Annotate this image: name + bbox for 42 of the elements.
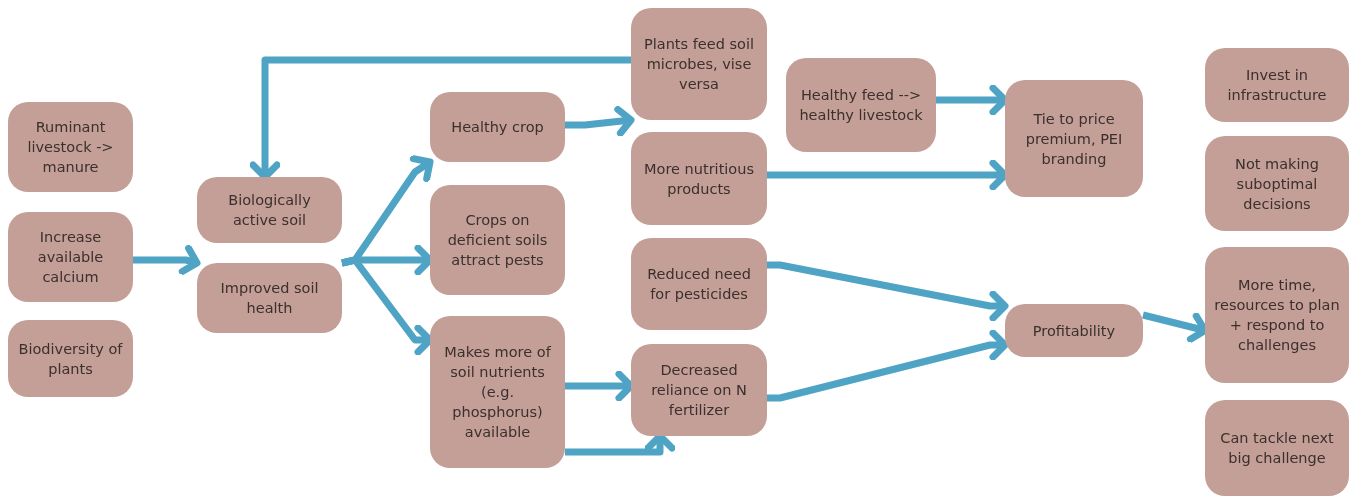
box-label: Not making suboptimal decisions bbox=[1234, 154, 1320, 214]
box-label: Healthy crop bbox=[451, 118, 544, 137]
arrow bbox=[133, 244, 201, 275]
process-box bbox=[8, 212, 133, 302]
process-box bbox=[1005, 304, 1143, 357]
box-label: Makes more of soil nutrients (e.g. phosphorus) available bbox=[443, 343, 552, 442]
box-label: Plants feed soil microbes, vise versa bbox=[643, 35, 755, 94]
arrow bbox=[767, 261, 1009, 322]
box-label: Biodiversity of plants bbox=[17, 339, 124, 379]
box-label: Reduced need for pesticides bbox=[646, 265, 752, 304]
box-label: More nutritious products bbox=[643, 159, 755, 199]
box-label: Decreased reliance on N fertilizer bbox=[650, 361, 748, 420]
box-label: Tie to price premium, PEI branding bbox=[1024, 109, 1124, 169]
process-box bbox=[197, 177, 342, 243]
process-box bbox=[430, 316, 565, 468]
arrow bbox=[767, 329, 1009, 402]
process-box bbox=[8, 102, 133, 192]
process-box bbox=[1205, 400, 1349, 496]
process-box bbox=[1205, 136, 1349, 231]
arrow bbox=[565, 105, 635, 137]
process-box bbox=[430, 92, 565, 162]
process-box bbox=[8, 320, 133, 397]
box-label: Improved soil health bbox=[219, 279, 320, 318]
process-box bbox=[631, 344, 767, 436]
process-box bbox=[1005, 80, 1143, 197]
process-box bbox=[197, 263, 342, 333]
process-box bbox=[1205, 48, 1349, 122]
process-box bbox=[631, 8, 767, 120]
box-label: Invest in infrastructure bbox=[1226, 66, 1328, 105]
process-box bbox=[786, 58, 936, 152]
box-label: Biologically active soil bbox=[227, 191, 312, 230]
box-label: Crops on deficient soils attract pests bbox=[446, 211, 549, 270]
box-label: More time, resources to plan + respond to challenges bbox=[1213, 276, 1341, 355]
process-box bbox=[430, 185, 565, 295]
box-label: Ruminant livestock -> manure bbox=[26, 118, 115, 177]
process-box bbox=[631, 132, 767, 225]
box-label: Can tackle next big challenge bbox=[1219, 429, 1335, 468]
box-label: Increase available calcium bbox=[36, 228, 105, 287]
box-label: Healthy feed --> healthy livestock bbox=[798, 86, 924, 125]
process-box bbox=[631, 238, 767, 330]
process-box bbox=[1205, 247, 1349, 383]
box-label: Profitability bbox=[1032, 321, 1116, 341]
